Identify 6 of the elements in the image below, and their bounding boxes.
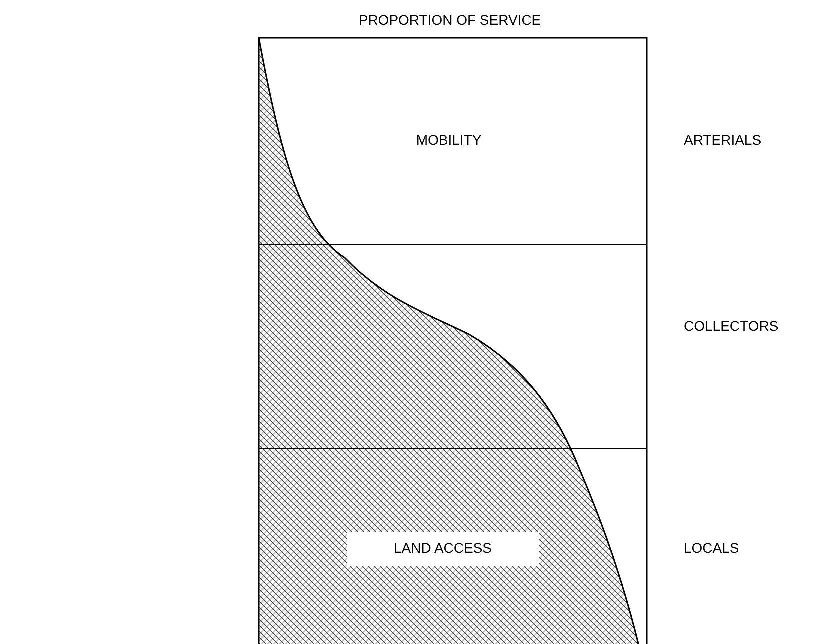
row-label: LOCALS: [684, 540, 740, 556]
band-label: MOBILITY: [416, 132, 482, 148]
chart-title: PROPORTION OF SERVICE: [358, 12, 542, 28]
row-label: ARTERIALS: [684, 132, 762, 148]
band-label: LAND ACCESS: [394, 540, 492, 556]
row-label: COLLECTORS: [684, 318, 779, 334]
